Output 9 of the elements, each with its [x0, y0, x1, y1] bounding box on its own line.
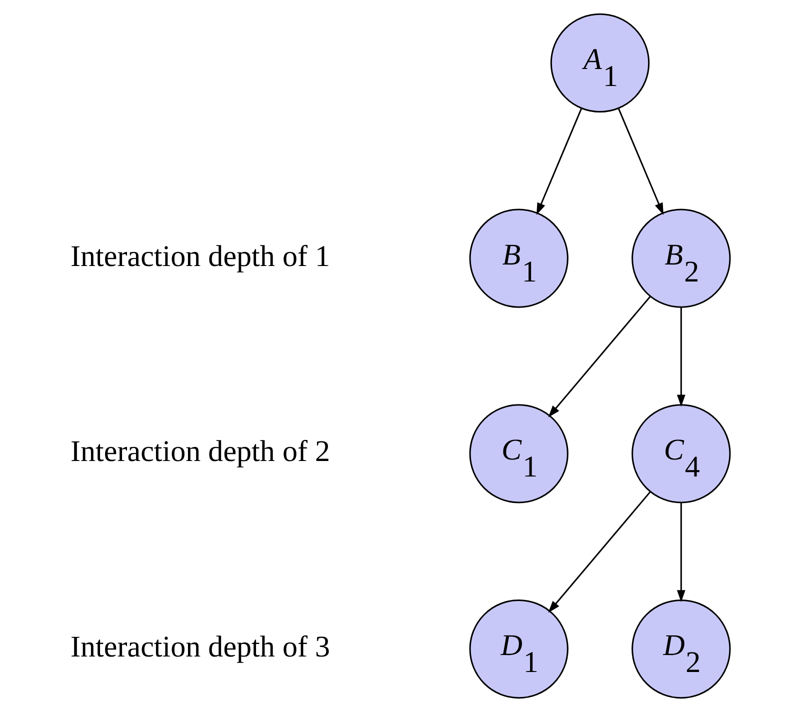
- arrow: [536, 108, 582, 215]
- label: Interaction depth of 1: [70, 238, 330, 273]
- arrow: [548, 296, 651, 418]
- arrow: [548, 491, 651, 613]
- arrow: [676, 502, 686, 602]
- arrow: [676, 307, 686, 407]
- label: Interaction depth of 2: [70, 434, 330, 468]
- label: Interaction depth of 3: [70, 630, 330, 664]
- arrow: [618, 108, 664, 215]
